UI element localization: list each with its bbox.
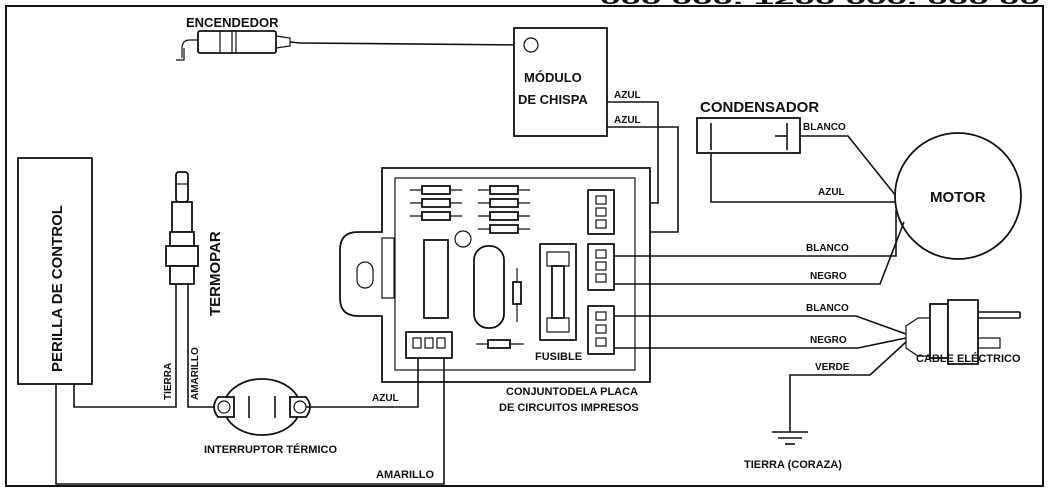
connector-left: [405, 331, 453, 359]
module-terminal: [523, 37, 539, 53]
label-tierra-coraza: TIERRA (CORAZA): [744, 459, 842, 471]
power-plug: [905, 299, 1021, 365]
label-perilla: PERILLA DE CONTROL: [49, 205, 66, 372]
label-modulo-2: DE CHISPA: [518, 92, 588, 107]
wire-blanco-plug: [614, 315, 907, 335]
label-amarillo-termo: AMARILLO: [190, 347, 201, 400]
label-condensador: CONDENSADOR: [700, 99, 819, 116]
label-azul-motor: AZUL: [818, 187, 845, 198]
label-motor: MOTOR: [930, 189, 986, 206]
wire-negro-plug: [614, 337, 907, 349]
diagram-frame: [5, 5, 1044, 487]
connector-bottom: [587, 305, 615, 355]
control-knob: [17, 157, 93, 385]
thermocouple: [165, 171, 199, 318]
wire-blanco-cond: [800, 135, 897, 197]
motor: [894, 132, 1022, 260]
label-amarillo-bottom: AMARILLO: [376, 469, 434, 481]
wire-igniter: [299, 42, 524, 46]
label-azul-2: AZUL: [614, 115, 641, 126]
label-encendedor: ENCENDEDOR: [186, 15, 279, 30]
label-blanco-cond: BLANCO: [803, 122, 846, 133]
fuse: [539, 243, 577, 341]
label-fusible: FUSIBLE: [535, 351, 582, 363]
label-placa-1: CONJUNTODELA PLACA: [506, 386, 638, 398]
resistor-bank: [410, 185, 530, 234]
label-negro-plug: NEGRO: [810, 335, 847, 346]
label-termopar: TERMOPAR: [207, 231, 224, 316]
capacitor-pcb: [473, 245, 505, 329]
pcb-assembly: FUSIBLE: [339, 167, 651, 383]
wire-amarillo-termo: [187, 318, 224, 408]
label-placa-2: DE CIRCUITOS IMPRESOS: [499, 402, 639, 414]
wire-blanco-motor: [614, 210, 897, 257]
connector-top: [587, 189, 615, 235]
wire-azul-1: [607, 101, 659, 204]
label-blanco-plug: BLANCO: [806, 303, 849, 314]
wire-negro-motor: [614, 221, 905, 285]
wire-azul-2: [607, 126, 679, 233]
spark-module: [513, 27, 608, 137]
igniter: [176, 30, 301, 61]
pcb-hole: [454, 230, 472, 248]
wire-tierra: [73, 318, 177, 408]
label-verde: VERDE: [815, 362, 850, 373]
wire-azul-motor: [710, 153, 896, 203]
wire-azul-switch: [306, 358, 419, 408]
top-cut-text: 000 000. 1200 000. 000 00: [600, 0, 1040, 8]
label-azul-switch: AZUL: [372, 393, 399, 404]
ground-symbol: [772, 431, 808, 445]
label-modulo-1: MÓDULO: [524, 70, 582, 85]
label-blanco-motor: BLANCO: [806, 243, 849, 254]
chip: [423, 239, 449, 319]
label-interruptor: INTERRUPTOR TÉRMICO: [204, 443, 337, 456]
connector-middle: [587, 243, 615, 291]
label-azul-1: AZUL: [614, 90, 641, 101]
label-negro-motor: NEGRO: [810, 271, 847, 282]
wire-amarillo-bottom: [55, 358, 445, 485]
label-tierra: TIERRA: [163, 363, 174, 400]
wire-verde: [789, 341, 907, 432]
thermal-switch: [213, 378, 311, 436]
label-cable-electrico: CABLE ELÉCTRICO: [916, 352, 1021, 365]
